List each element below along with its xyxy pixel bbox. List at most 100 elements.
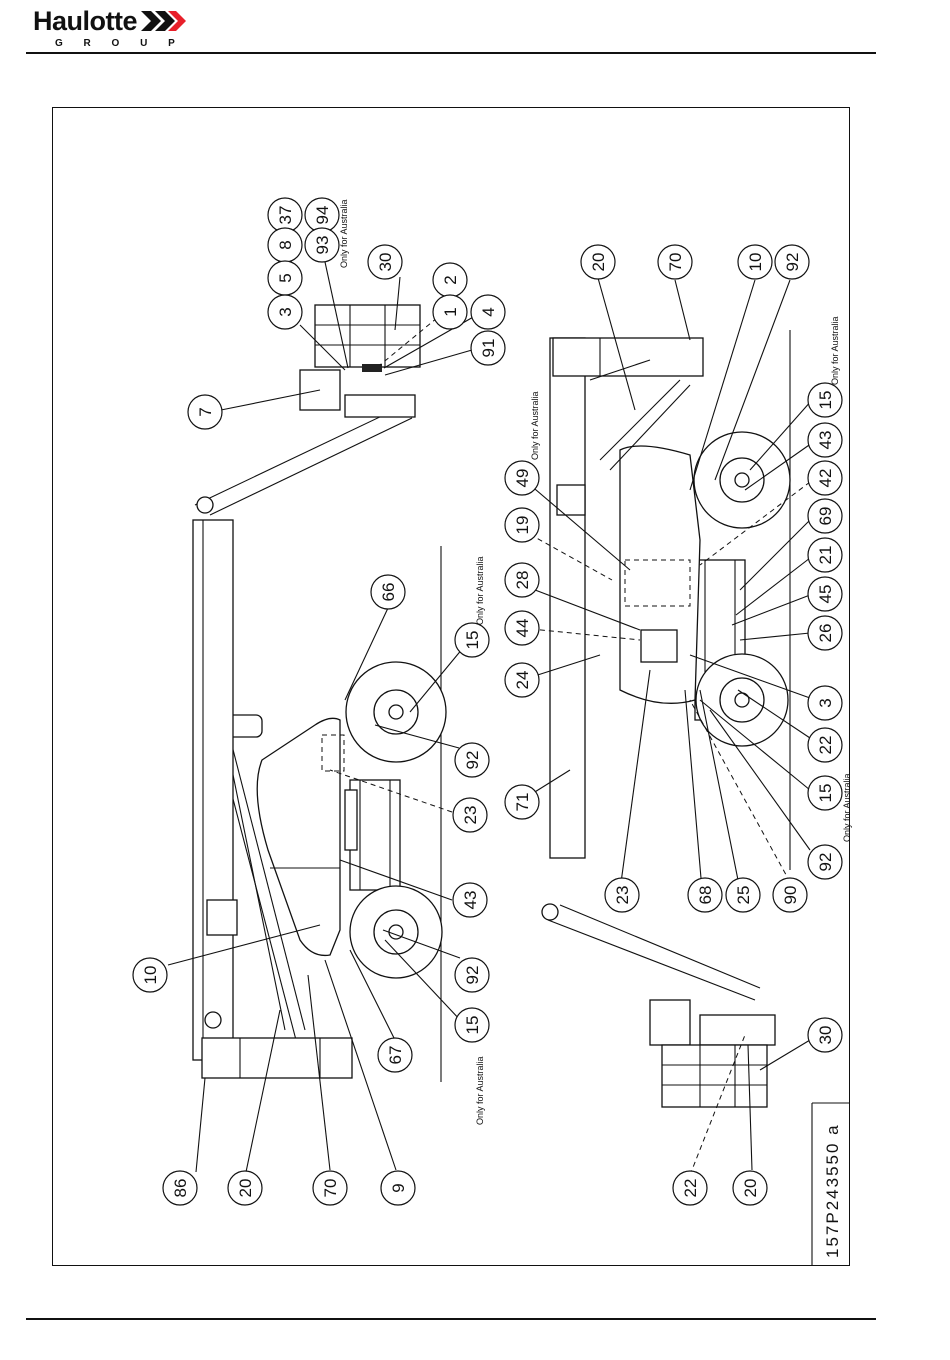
svg-text:44: 44 [513,619,532,638]
callout-26: 26 [808,616,842,650]
callout-22-bottom-a: 22 [808,728,842,762]
callout-3-bottom: 3 [808,686,842,720]
callout-28: 28 [505,563,539,597]
callout-8: 8 [268,228,302,262]
document-id: 157P243550 a [823,1123,842,1258]
callout-69: 69 [808,499,842,533]
callout-92-bottom-b: 92 [808,845,842,879]
svg-text:5: 5 [276,273,295,282]
callout-2: 2 [433,263,467,297]
svg-text:92: 92 [816,853,835,872]
callout-42: 42 [808,461,842,495]
callout-15-top-b: 15 [455,1008,489,1042]
callout-23-bottom: 23 [605,878,639,912]
svg-text:30: 30 [376,253,395,272]
svg-text:42: 42 [816,469,835,488]
callout-4: 4 [471,295,505,329]
callout-10-top: 10 [133,958,167,992]
svg-text:45: 45 [816,585,835,604]
svg-text:37: 37 [276,206,295,225]
callout-70-bottom: 70 [658,245,692,279]
svg-text:8: 8 [276,240,295,249]
svg-text:68: 68 [696,886,715,905]
svg-text:70: 70 [321,1179,340,1198]
callout-94: 94 [305,198,339,232]
svg-text:25: 25 [734,886,753,905]
svg-text:22: 22 [816,736,835,755]
callout-3: 3 [268,295,302,329]
svg-text:10: 10 [141,966,160,985]
svg-text:20: 20 [236,1179,255,1198]
callout-5: 5 [268,261,302,295]
svg-text:20: 20 [589,253,608,272]
svg-text:15: 15 [816,784,835,803]
svg-text:30: 30 [816,1026,835,1045]
callout-45: 45 [808,577,842,611]
callout-24: 24 [505,663,539,697]
callout-67: 67 [378,1038,412,1072]
callout-30-bottom: 30 [808,1018,842,1052]
svg-text:69: 69 [816,507,835,526]
svg-text:1: 1 [441,307,460,316]
note-australia-5: Only for Australia [830,316,840,385]
callout-20-top: 20 [228,1171,262,1205]
svg-text:91: 91 [479,339,498,358]
callout-91: 91 [471,331,505,365]
callout-43-bottom: 43 [808,423,842,457]
callout-15-bottom-a: 15 [808,383,842,417]
svg-text:92: 92 [783,253,802,272]
svg-text:90: 90 [781,886,800,905]
note-australia-6: Only for Australia [842,773,852,842]
svg-text:92: 92 [463,966,482,985]
note-australia-1: Only for Australia [339,199,349,268]
svg-text:2: 2 [441,275,460,284]
svg-text:43: 43 [816,431,835,450]
top-machine-drawing [193,305,446,1082]
svg-text:70: 70 [666,253,685,272]
note-australia-4: Only for Australia [530,391,540,460]
svg-text:23: 23 [613,886,632,905]
bottom-machine-drawing [542,330,790,1107]
svg-text:9: 9 [389,1183,408,1192]
svg-text:21: 21 [816,546,835,565]
svg-text:86: 86 [171,1179,190,1198]
callout-44: 44 [505,611,539,645]
svg-text:93: 93 [313,236,332,255]
callout-25: 25 [726,878,760,912]
svg-text:71: 71 [513,793,532,812]
callout-71: 71 [505,785,539,819]
callout-37: 37 [268,198,302,232]
svg-text:7: 7 [196,407,215,416]
callout-92-top-b: 92 [455,958,489,992]
svg-text:10: 10 [746,253,765,272]
callout-1: 1 [433,295,467,329]
callout-66: 66 [371,575,405,609]
callout-15-bottom-b: 15 [808,776,842,810]
svg-text:26: 26 [816,624,835,643]
svg-text:19: 19 [513,516,532,535]
svg-text:15: 15 [463,631,482,650]
callout-90: 90 [773,878,807,912]
svg-text:66: 66 [379,583,398,602]
svg-text:24: 24 [513,671,532,690]
callout-7: 7 [188,395,222,429]
callout-43-top: 43 [453,883,487,917]
callout-93: 93 [305,228,339,262]
callout-20-bottom-b: 20 [733,1171,767,1205]
callout-92-top-a: 92 [455,743,489,777]
callout-70-top: 70 [313,1171,347,1205]
callout-49: 49 [505,461,539,495]
callout-20-bottom: 20 [581,245,615,279]
callout-23-top: 23 [453,798,487,832]
svg-text:15: 15 [816,391,835,410]
svg-text:15: 15 [463,1016,482,1035]
svg-text:49: 49 [513,469,532,488]
callout-92-bottom-a: 92 [775,245,809,279]
svg-text:3: 3 [816,698,835,707]
svg-text:20: 20 [741,1179,760,1198]
svg-text:28: 28 [513,571,532,590]
callout-10-bottom: 10 [738,245,772,279]
note-australia-3: Only for Australia [475,1056,485,1125]
callout-19: 19 [505,508,539,542]
